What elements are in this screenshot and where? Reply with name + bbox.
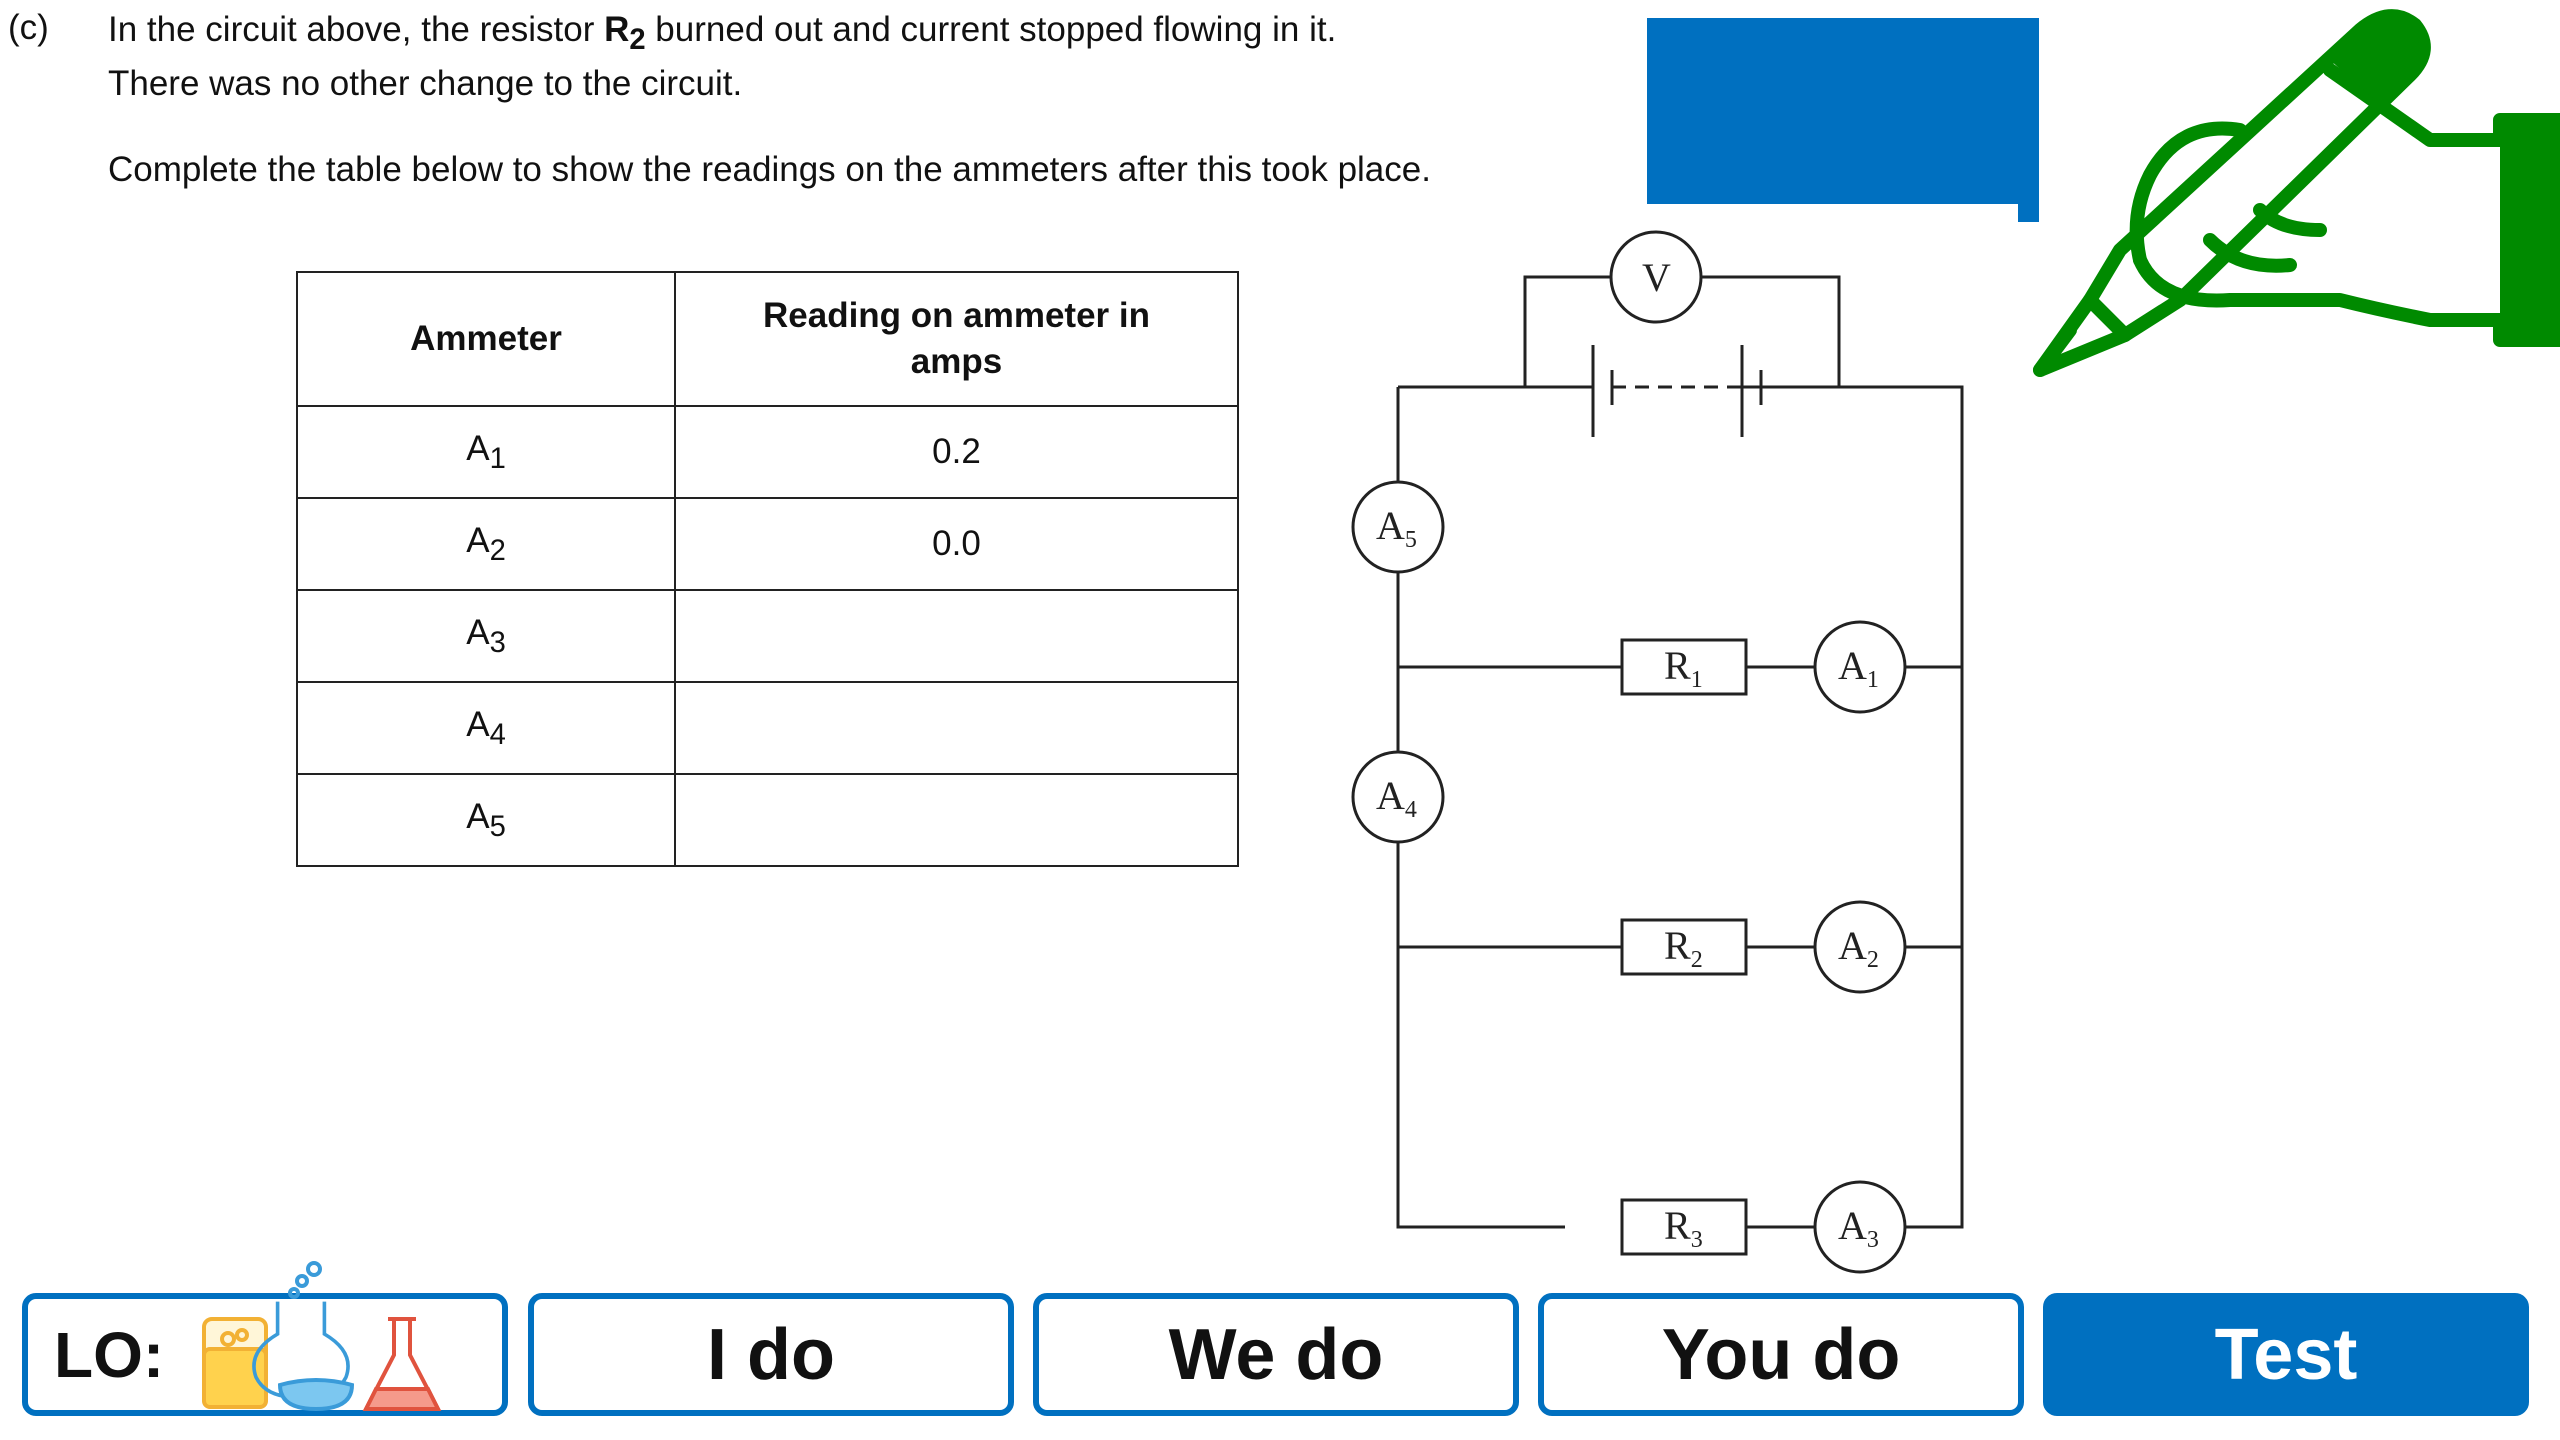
question-text: In the circuit above, the resistor R2 bu…: [108, 8, 1508, 234]
reading-cell[interactable]: [674, 681, 1239, 775]
reading-cell[interactable]: [674, 773, 1239, 867]
ammeter-a2-label: A2: [1838, 923, 1879, 973]
lab-glassware-icon: [202, 1261, 442, 1412]
question-intro: In the circuit above, the resistor R2 bu…: [108, 10, 1337, 103]
question-instruction: Complete the table below to show the rea…: [108, 150, 1431, 189]
reading-cell[interactable]: 0.2: [674, 405, 1239, 499]
reading-cell[interactable]: [674, 589, 1239, 683]
ammeter-cell: A3: [296, 589, 676, 683]
header-reading: Reading on ammeter in amps: [674, 271, 1239, 407]
resistor-r3-label: R3: [1664, 1203, 1703, 1253]
resistor-r2-label: R2: [1664, 923, 1703, 973]
resistor-r1-label: R1: [1664, 643, 1703, 693]
test-button[interactable]: Test: [2043, 1293, 2529, 1416]
reading-cell[interactable]: 0.0: [674, 497, 1239, 591]
table-row: A1 0.2: [296, 405, 1239, 499]
answer-reveal-box[interactable]: [1647, 18, 2039, 204]
table-row: A2 0.0: [296, 497, 1239, 591]
ammeter-a3-label: A3: [1838, 1203, 1879, 1253]
table-header-row: Ammeter Reading on ammeter in amps: [296, 271, 1239, 407]
table-row: A4: [296, 681, 1239, 775]
i-do-button[interactable]: I do: [528, 1293, 1014, 1416]
learning-objective-button[interactable]: LO:: [22, 1261, 508, 1416]
table-row: A5: [296, 773, 1239, 867]
answer-reveal-tab: [2018, 190, 2039, 222]
ammeter-a5-label: A5: [1376, 503, 1417, 553]
ammeter-a1-label: A1: [1838, 643, 1879, 693]
table-row: A3: [296, 589, 1239, 683]
header-ammeter: Ammeter: [296, 271, 676, 407]
writing-hand-icon: [2033, 9, 2560, 377]
ammeter-a4-label: A4: [1376, 773, 1417, 823]
you-do-button[interactable]: You do: [1538, 1293, 2024, 1416]
ammeter-cell: A5: [296, 773, 676, 867]
question-label: (c): [8, 8, 49, 47]
voltmeter-label: V: [1642, 255, 1671, 300]
ammeter-cell: A1: [296, 405, 676, 499]
circuit-diagram: V A5 A1 A4 A2 A3 R1 R2 R3: [1351, 230, 1964, 1274]
lo-label: LO:: [54, 1318, 165, 1391]
ammeter-table: Ammeter Reading on ammeter in amps A1 0.…: [296, 271, 1239, 867]
ammeter-cell: A4: [296, 681, 676, 775]
ammeter-cell: A2: [296, 497, 676, 591]
we-do-button[interactable]: We do: [1033, 1293, 1519, 1416]
